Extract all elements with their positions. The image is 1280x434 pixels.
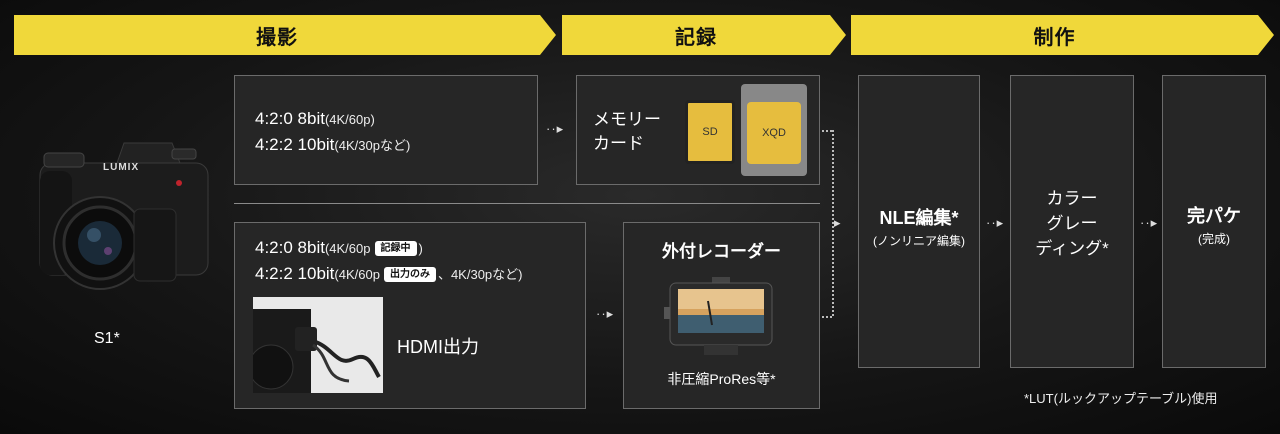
- xqd-card-face: XQD: [747, 102, 801, 164]
- xqd-card-icon: XQD: [741, 84, 807, 176]
- color-grading-box: カラー グレー ディング*: [1010, 75, 1134, 368]
- recording-tag: 記録中: [374, 241, 417, 256]
- internal-line2-main: 4:2:2 10bit: [255, 135, 335, 154]
- stage-record-label: 記録: [675, 26, 717, 49]
- internal-line2-sub: (4K/30pなど): [334, 138, 411, 153]
- memory-card-label-line2: カード: [593, 134, 644, 153]
- grading-line1: カラー: [1046, 189, 1098, 208]
- arrow-to-grading: ··▸: [986, 215, 1005, 230]
- memory-card-label: メモリー カード: [593, 108, 661, 156]
- arrow-to-final: ··▸: [1140, 215, 1159, 230]
- internal-spec-box: 4:2:0 8bit(4K/60p) 4:2:2 10bit(4K/30pなど): [234, 75, 538, 185]
- stage-produce-label: 制作: [1033, 26, 1076, 49]
- camera-icon: [39, 142, 209, 290]
- section-divider: [234, 203, 820, 204]
- arrow-to-memory: ··▸: [546, 121, 565, 136]
- external-line1-sub-b: ): [418, 241, 423, 256]
- stage-header-shapes: [14, 15, 1274, 55]
- external-line1-main: 4:2:0 8bit: [255, 238, 325, 257]
- connector-bottom-stub: [822, 316, 832, 318]
- external-line1-sub-a: (4K/60p: [324, 241, 371, 256]
- sd-card-icon: SD: [685, 100, 735, 164]
- memory-card-box: メモリー カード SD XQD: [576, 75, 820, 185]
- grading-line3: ディング*: [1035, 239, 1109, 258]
- internal-line1-sub: (4K/60p): [324, 112, 375, 127]
- arrow-to-recorder: ··▸: [596, 306, 615, 321]
- internal-line1-main: 4:2:0 8bit: [255, 109, 325, 128]
- xqd-card-label: XQD: [762, 127, 786, 139]
- grading-title: カラー グレー ディング*: [1011, 186, 1133, 261]
- stage-record: 記録: [562, 15, 830, 55]
- arrow-to-nle: ▸: [834, 215, 842, 230]
- final-package-box: 完パケ (完成): [1162, 75, 1266, 368]
- camera-label: S1*: [94, 330, 120, 347]
- nle-title: NLE編集*: [879, 208, 959, 228]
- footnote: *LUT(ルックアップテーブル)使用: [1024, 391, 1218, 406]
- internal-spec-line2: 4:2:2 10bit(4K/30pなど): [255, 132, 410, 159]
- sd-card-label: SD: [702, 126, 718, 138]
- output-only-tag: 出力のみ: [383, 267, 436, 282]
- external-recorder-box: 外付レコーダー 非圧縮ProRes等*: [623, 222, 820, 409]
- recorder-device-icon: [664, 277, 773, 355]
- external-line2-sub-a: (4K/60p: [334, 267, 380, 282]
- internal-spec-line1: 4:2:0 8bit(4K/60p): [255, 106, 375, 133]
- recorder-title: 外付レコーダー: [662, 242, 781, 261]
- stage-shoot: 撮影: [14, 15, 540, 55]
- connector-top-stub: [822, 130, 832, 132]
- hdmi-output-label: HDMI出力: [397, 337, 479, 357]
- external-line2-sub-b: 、4K/30pなど): [437, 267, 523, 282]
- final-title: 完パケ: [1187, 206, 1241, 226]
- grading-line2: グレー: [1046, 214, 1098, 233]
- connector-vertical: [832, 130, 834, 316]
- stage-produce: 制作: [851, 15, 1258, 55]
- recorder-caption: 非圧縮ProRes等*: [667, 371, 776, 387]
- external-line2-main: 4:2:2 10bit: [255, 264, 335, 283]
- nle-subtitle: (ノンリニア編集): [873, 234, 965, 248]
- hdmi-cable-photo: [253, 297, 383, 393]
- nle-box: NLE編集* (ノンリニア編集): [858, 75, 980, 368]
- camera-brand-text: LUMIX: [103, 162, 140, 173]
- memory-card-label-line1: メモリー: [593, 110, 661, 129]
- final-subtitle: (完成): [1198, 232, 1230, 246]
- stage-shoot-label: 撮影: [256, 26, 298, 49]
